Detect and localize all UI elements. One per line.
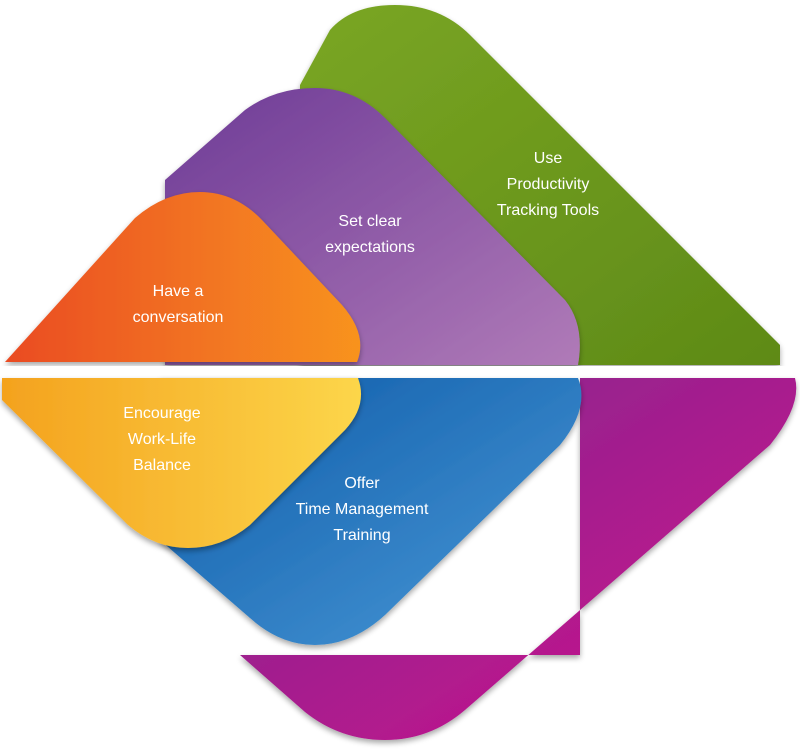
label-line: Work-Life bbox=[128, 431, 196, 448]
label-line: expectations bbox=[325, 239, 415, 256]
segment-work-life-balance bbox=[2, 378, 362, 548]
label-line: Offer bbox=[344, 475, 380, 492]
label-line: Encourage bbox=[123, 405, 200, 422]
label-conversation: Have a conversation bbox=[133, 283, 224, 326]
label-line: Use bbox=[534, 150, 563, 167]
label-line: Tracking Tools bbox=[497, 202, 599, 219]
label-line: Performance bbox=[469, 579, 561, 596]
label-line: Implement a bbox=[471, 553, 559, 570]
label-line: Time Management bbox=[296, 501, 429, 518]
label-line: Improvement bbox=[468, 605, 562, 622]
segment-performance-plan bbox=[240, 378, 797, 740]
label-line: Balance bbox=[133, 457, 191, 474]
horizontal-divider bbox=[0, 366, 800, 376]
label-line: Set clear bbox=[338, 213, 402, 230]
segment-conversation bbox=[5, 192, 361, 362]
label-line: Plan bbox=[499, 631, 531, 648]
label-line: Have a bbox=[153, 283, 204, 300]
label-line: Training bbox=[333, 527, 390, 544]
label-line: Productivity bbox=[507, 176, 590, 193]
label-clear-expectations: Set clear expectations bbox=[325, 213, 415, 256]
label-line: conversation bbox=[133, 309, 224, 326]
